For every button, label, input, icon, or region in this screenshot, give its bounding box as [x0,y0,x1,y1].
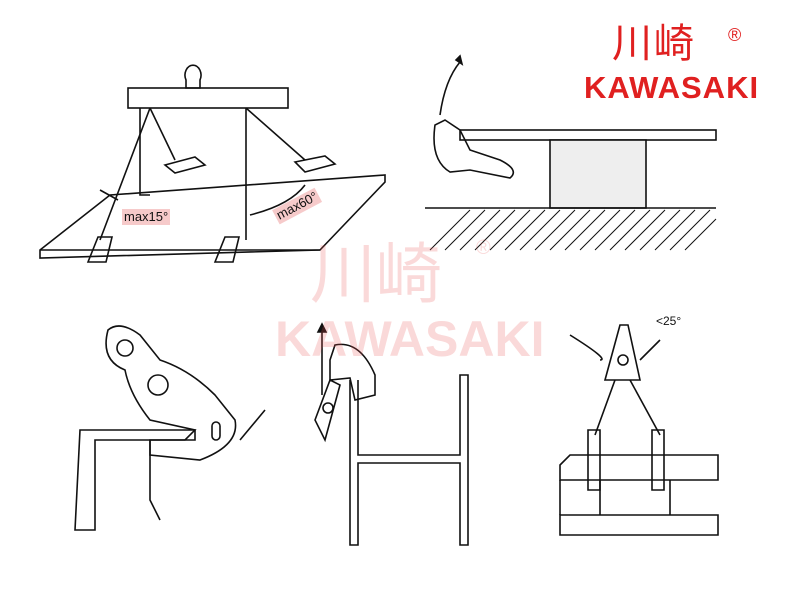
beam-lifting-plate-figure [39,64,386,263]
registered-mark: ® [728,25,742,45]
max-tilt-label: max15° [122,209,171,225]
brand-logo-english: KAWASAKI [584,70,760,105]
watermark-chinese: 川崎 [310,236,442,313]
watermark-english: KAWASAKI [275,311,545,367]
clamp-angle-label: <25° [656,314,682,328]
watermark-registered: ® [476,237,491,259]
brand-logo-chinese: 川崎 [612,21,696,67]
plate-clamp-support-figure [425,54,717,251]
double-clamp-beam-figure [559,324,719,536]
h-beam-clamp-figure [314,322,469,546]
clamp-on-section-figure [74,325,266,531]
